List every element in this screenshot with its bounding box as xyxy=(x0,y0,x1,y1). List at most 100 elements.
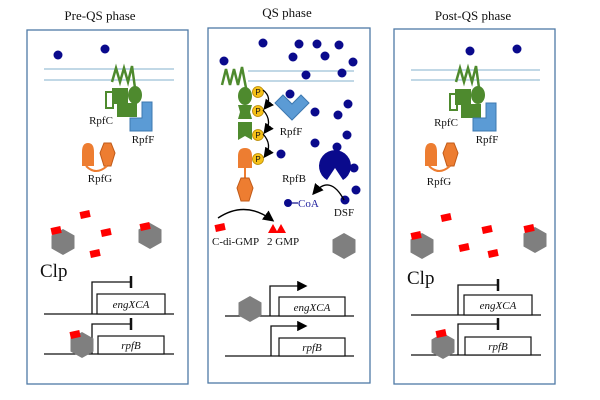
gene-engXCA: engXCA xyxy=(411,279,541,316)
dsf-molecule xyxy=(342,130,352,140)
rpfB-protein: RpfB xyxy=(282,150,351,201)
transcription-arrow xyxy=(269,280,308,316)
dsf-molecule xyxy=(333,110,343,120)
dsf-molecule xyxy=(310,107,320,117)
c-di-gmp-molecule xyxy=(440,213,452,222)
c-di-gmp-label: C-di-GMP xyxy=(212,236,259,248)
coa-label: CoA xyxy=(298,198,319,210)
panel-title: Post-QS phase xyxy=(435,8,511,23)
c-di-gmp-molecule xyxy=(458,243,470,252)
dsf-degradation-arrow xyxy=(312,182,345,201)
panel-title: Pre-QS phase xyxy=(64,8,135,23)
rpfC-protein: RpfC xyxy=(434,63,485,129)
rpfG-protein: RpfG xyxy=(82,142,116,185)
c-di-gmp-molecule xyxy=(481,225,493,234)
clp-label: Clp xyxy=(407,268,434,289)
phosphotransfer-arrow xyxy=(262,89,274,111)
dsf-molecule xyxy=(343,99,353,109)
rpfF-protein: RpfF xyxy=(129,101,155,146)
gene-engXCA: engXCA xyxy=(225,280,354,322)
gene-label: rpfB xyxy=(121,340,141,352)
rpfB-label: RpfB xyxy=(282,173,306,185)
gmp-molecule xyxy=(276,224,286,233)
rpfF-label: RpfF xyxy=(280,126,303,138)
rpfG-protein-active xyxy=(236,148,254,202)
dsf-molecule xyxy=(310,138,320,148)
gene-rpfB: rpfB xyxy=(411,318,541,359)
rpfF-protein: RpfF xyxy=(472,102,499,146)
panel-border xyxy=(393,28,556,385)
transcription-arrow xyxy=(270,320,308,356)
gmp-label: 2 GMP xyxy=(267,236,299,248)
dsf-molecule xyxy=(337,68,347,78)
dsf-molecule xyxy=(276,149,286,159)
dsf-molecule xyxy=(512,44,522,54)
c-di-gmp-molecule xyxy=(69,330,81,339)
phosphotransfer-arrow xyxy=(262,109,274,135)
c-di-gmp-degradation: C-di-GMP 2 GMP xyxy=(212,208,299,248)
panel-border xyxy=(26,29,189,385)
phosphate-icon xyxy=(252,153,264,165)
gene-label: engXCA xyxy=(113,299,150,311)
svg-text:P: P xyxy=(255,107,260,116)
panel-border xyxy=(207,27,371,384)
dsf-molecule xyxy=(312,39,322,49)
gene-label: engXCA xyxy=(480,300,517,312)
dsf-molecules xyxy=(219,38,361,205)
dsf-molecule xyxy=(100,44,110,54)
gene-rpfB: rpfB xyxy=(44,318,174,358)
svg-text:P: P xyxy=(255,88,260,97)
phosphorelay: P P P P xyxy=(252,86,274,165)
gene-rpfB: rpfB xyxy=(225,320,354,357)
gene-label: rpfB xyxy=(488,341,508,353)
gene-label: rpfB xyxy=(302,342,322,354)
phosphotransfer-arrow xyxy=(262,133,274,159)
c-di-gmp-molecule xyxy=(410,231,422,240)
dsf-molecule xyxy=(332,142,342,152)
clp-protein xyxy=(238,296,262,322)
rpfC-protein: RpfC xyxy=(89,63,142,127)
gmp-molecule xyxy=(268,224,278,233)
phosphate-icon xyxy=(252,86,264,98)
rpfF-label: RpfF xyxy=(476,134,499,146)
panel-pre-qs: Pre-QS phase RpfC RpfF RpfG xyxy=(26,8,189,385)
rpfC-label: RpfC xyxy=(89,115,113,127)
dsf-molecule xyxy=(219,56,229,66)
hydrolysis-arrow xyxy=(217,208,275,222)
rpfG-label: RpfG xyxy=(88,173,113,185)
dsf-molecule xyxy=(348,57,358,67)
rpfG-label: RpfG xyxy=(427,176,452,188)
c-di-gmp-molecule xyxy=(139,222,151,231)
dsf-molecule xyxy=(301,70,311,80)
panel-post-qs: Post-QS phase RpfC RpfF RpfG xyxy=(393,8,556,385)
c-di-gmp-molecule xyxy=(50,226,62,235)
panel-qs: QS phase xyxy=(207,5,371,384)
dsf-molecule xyxy=(351,185,361,195)
dsf-molecule xyxy=(285,89,295,99)
dsf-molecule xyxy=(465,46,475,56)
gene-label: engXCA xyxy=(294,302,331,314)
dsf-molecule xyxy=(53,50,63,60)
svg-text:P: P xyxy=(255,131,260,140)
c-di-gmp-molecule xyxy=(89,249,101,258)
dsf-molecule xyxy=(320,51,330,61)
rpfF-label: RpfF xyxy=(132,134,155,146)
coa-product: CoA xyxy=(284,198,319,210)
dsf-molecule xyxy=(334,40,344,50)
panel-title: QS phase xyxy=(262,5,312,20)
dsf-label: DSF xyxy=(334,207,354,219)
rpfC-label: RpfC xyxy=(434,117,458,129)
c-di-gmp-molecule xyxy=(79,210,91,219)
dsf-molecule xyxy=(288,52,298,62)
gene-engXCA: engXCA xyxy=(44,276,174,315)
clp-protein xyxy=(332,233,356,259)
c-di-gmp-molecule xyxy=(435,329,447,338)
rpfG-protein: RpfG xyxy=(425,142,459,188)
c-di-gmp-molecule xyxy=(487,249,499,258)
rpfC-protein-active xyxy=(220,66,252,140)
svg-text:P: P xyxy=(255,155,260,164)
dsf-molecule xyxy=(258,38,268,48)
c-di-gmp-molecule xyxy=(214,223,226,232)
c-di-gmp-molecule xyxy=(100,228,112,237)
